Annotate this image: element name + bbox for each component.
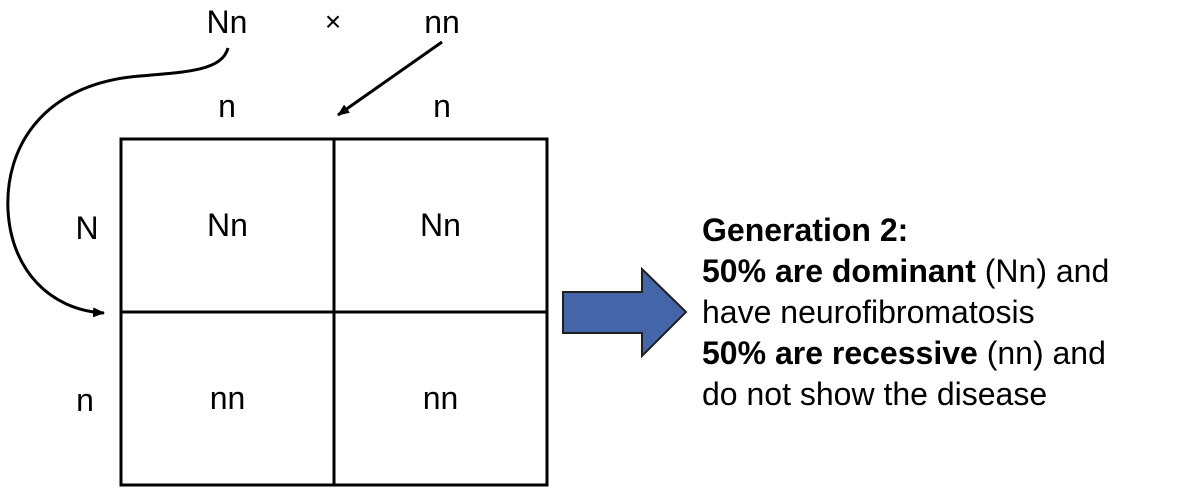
recessive-genotype-text: (nn) and <box>977 335 1106 371</box>
column-allele-1: n <box>218 88 236 124</box>
summary-heading: Generation 2: <box>702 212 909 248</box>
punnett-cell-top-left: Nn <box>207 207 248 243</box>
recessive-description: do not show the disease <box>702 376 1048 412</box>
dominant-percentage: 50% are dominant <box>702 253 976 289</box>
parent-1-genotype: Nn <box>206 4 248 40</box>
cross-symbol: × <box>324 6 342 37</box>
row-allele-2: n <box>76 382 94 418</box>
parent-2-genotype: nn <box>424 4 460 40</box>
parent-2-to-columns-arrow <box>337 40 443 117</box>
parent-1-to-rows-arrow <box>6 47 230 318</box>
column-allele-2: n <box>433 88 451 124</box>
dominant-genotype-text: (Nn) and <box>975 253 1110 289</box>
generation-summary: Generation 2: 50% are dominant (Nn) and … <box>702 210 1109 415</box>
recessive-percentage: 50% are recessive <box>702 335 978 371</box>
row-allele-1: N <box>75 210 99 246</box>
punnett-cell-bottom-left: nn <box>209 380 246 416</box>
result-arrow <box>562 266 688 359</box>
dominant-description: have neurofibromatosis <box>702 294 1035 330</box>
punnett-cell-bottom-right: nn <box>422 380 459 416</box>
punnett-cell-top-right: Nn <box>420 207 461 243</box>
